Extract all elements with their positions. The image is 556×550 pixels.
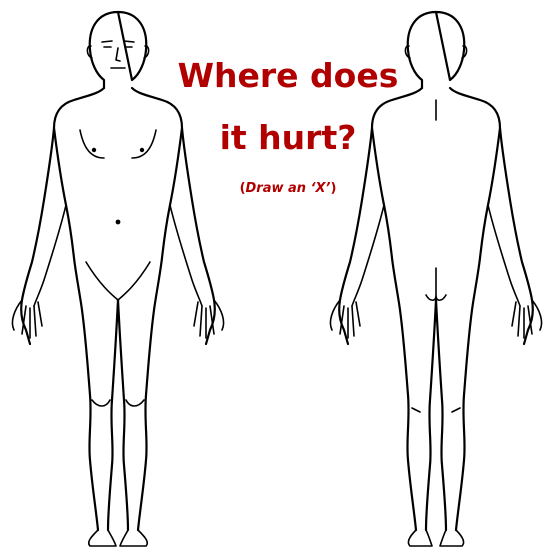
front-eyebrow-right (124, 41, 134, 42)
front-foot-left (89, 530, 116, 546)
front-foot-right (120, 530, 147, 546)
front-knee-left (92, 400, 110, 406)
front-inner-leg-left (108, 300, 118, 530)
front-inner-arm-left (34, 205, 66, 306)
front-chest-line-left (80, 130, 104, 158)
front-groin (86, 262, 150, 300)
back-foot-right (440, 530, 464, 546)
instruction-label: Draw an ‘X’ (246, 181, 331, 196)
back-knee-right (452, 408, 460, 412)
back-inner-arm-right (488, 205, 520, 306)
front-inner-leg-right (118, 300, 128, 530)
front-inner-arm-right (170, 205, 202, 306)
back-foot-left (408, 530, 432, 546)
front-nipple-left (92, 148, 96, 152)
back-buttocks (426, 268, 446, 300)
back-inner-arm-left (352, 205, 384, 306)
title-line-2: it hurt? (150, 118, 426, 158)
back-inner-leg-left (426, 300, 436, 530)
front-eyebrow-left (102, 41, 112, 42)
back-inner-leg-right (436, 300, 446, 530)
title-line-1: Where does (150, 56, 426, 96)
front-nipple-right (140, 148, 144, 152)
front-navel (116, 220, 121, 225)
front-knee-right (126, 400, 144, 406)
back-knee-left (412, 408, 420, 412)
instruction-text: (Draw an ‘X’) (150, 180, 426, 198)
instruction-close-paren: ) (330, 181, 336, 196)
front-nose (116, 48, 120, 61)
